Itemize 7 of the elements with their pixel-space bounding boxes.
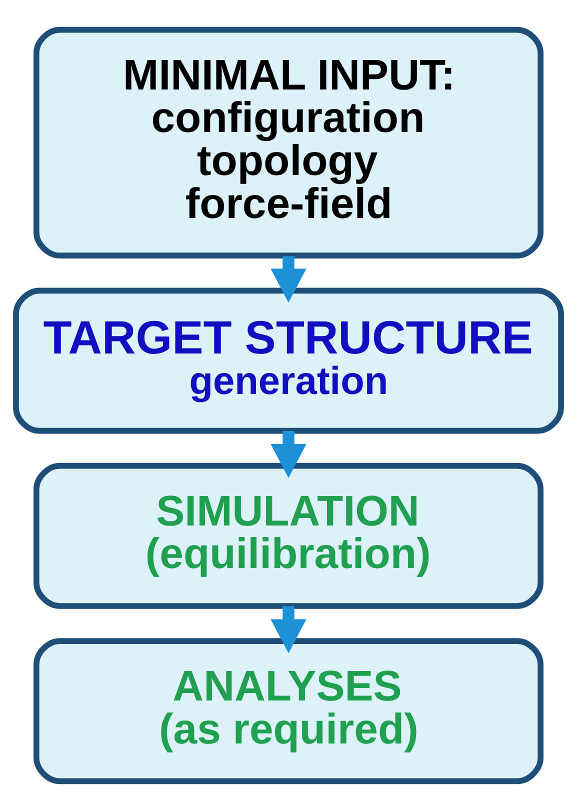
arrow xyxy=(270,430,306,478)
node-box: MINIMAL INPUT: configuration topology force-field xyxy=(33,26,544,259)
node-box: ANALYSES (as required) xyxy=(33,638,544,784)
node-box: SIMULATION (equilibration) xyxy=(33,462,544,609)
arrow xyxy=(270,256,306,303)
node-box: TARGET STRUCTURE generation xyxy=(13,288,564,434)
arrow xyxy=(270,606,306,654)
